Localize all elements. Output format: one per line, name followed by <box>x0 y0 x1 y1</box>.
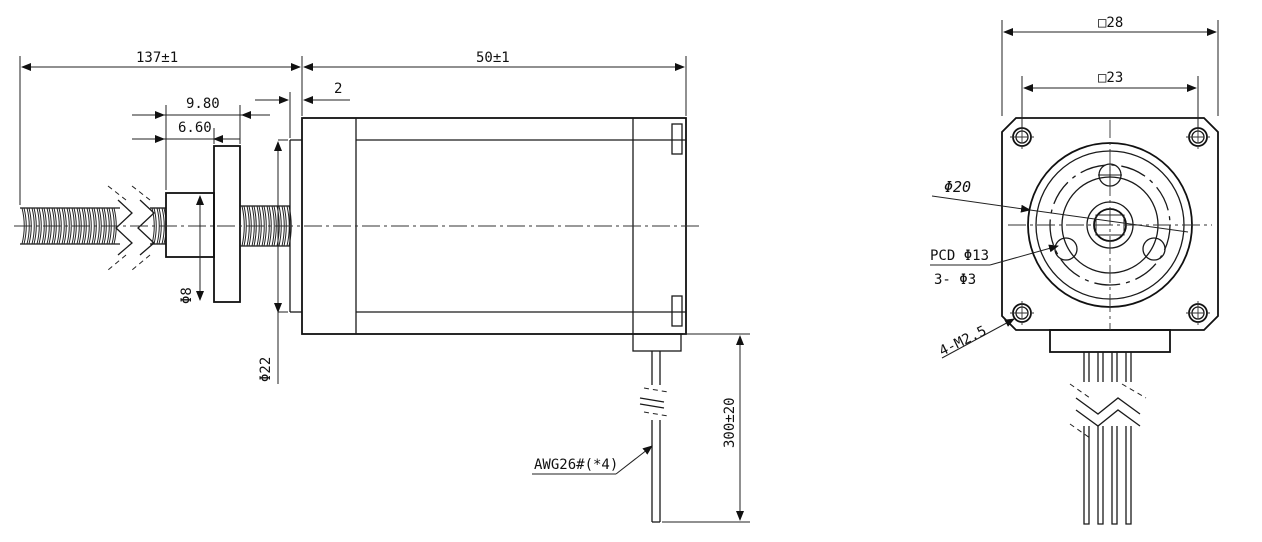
wire-spec-text: AWG26#(*4) <box>534 457 618 473</box>
dim-pilot-diameter: Φ22 <box>258 139 288 384</box>
side-view: 137±1 50±1 2 9.80 <box>14 50 750 523</box>
motor-body <box>301 117 687 352</box>
dim-total-length-text: 137±1 <box>136 50 178 66</box>
dim-body-length: 50±1 <box>303 50 687 116</box>
dim-nut-length: 9.80 <box>132 96 270 190</box>
shaft-break-symbol <box>107 185 155 271</box>
lead-wires <box>639 351 669 523</box>
dim-nut-flange-text: 6.60 <box>178 120 212 136</box>
wire-spec-callout: AWG26#(*4) <box>532 445 653 475</box>
thread-line <box>38 207 42 245</box>
thread-line <box>261 205 265 247</box>
dim-nut-length-text: 9.80 <box>186 96 220 112</box>
dim-nut-diameter-text: Φ8 <box>179 287 195 304</box>
dim-mount-holes-text: 4-M2.5 <box>937 323 989 360</box>
front-centerlines <box>1008 120 1212 330</box>
dim-flange-gap-text: 2 <box>334 81 342 97</box>
thread-line <box>268 205 272 247</box>
dim-lead-length: 300±20 <box>662 333 750 523</box>
front-lead-wires <box>1069 352 1147 525</box>
dim-mount-holes: 4-M2.5 <box>937 318 1015 360</box>
thread-line <box>263 205 267 247</box>
dim-lead-length-text: 300±20 <box>722 397 738 448</box>
dim-pcd: PCD Φ13 3- Φ3 <box>930 244 1059 288</box>
dim-hole-spacing-text: □23 <box>1098 70 1123 86</box>
dim-flange-gap: 2 <box>255 81 350 138</box>
thread-line <box>36 207 40 245</box>
thread-line <box>68 207 72 245</box>
thread-line <box>61 207 65 245</box>
dim-hole-spacing: □23 <box>1021 70 1199 128</box>
thread-line <box>96 207 100 245</box>
dim-pilot-diameter-text: Φ22 <box>258 357 274 382</box>
dim-boss-diameter: Φ20 <box>931 178 1189 233</box>
thread-line <box>156 207 160 245</box>
thread-line <box>241 205 245 247</box>
thread-line <box>66 207 70 245</box>
dim-nut-diameter: Φ8 <box>179 195 204 304</box>
dim-total-length: 137±1 <box>19 50 303 205</box>
dim-body-length-text: 50±1 <box>476 50 510 66</box>
front-view: □28 □23 Φ20 PCD Φ13 3- Φ3 4-M2.5 <box>930 15 1219 525</box>
connector-block <box>1049 329 1171 353</box>
dim-pcd-holes-text: 3- Φ3 <box>934 272 976 288</box>
nut <box>165 145 241 303</box>
thread-line <box>271 205 275 247</box>
thread-line <box>31 207 35 245</box>
thread-line <box>91 207 95 245</box>
dim-frame-size: □28 <box>1001 15 1219 116</box>
dim-nut-flange: 6.60 <box>132 120 240 144</box>
dim-boss-diameter-text: Φ20 <box>944 178 971 196</box>
dim-frame-size-text: □28 <box>1098 15 1123 31</box>
front-flange <box>1001 117 1219 331</box>
thread-line <box>153 207 157 245</box>
thread-line <box>58 207 62 245</box>
thread-line <box>88 207 92 245</box>
dim-pcd-text: PCD Φ13 <box>930 248 989 264</box>
